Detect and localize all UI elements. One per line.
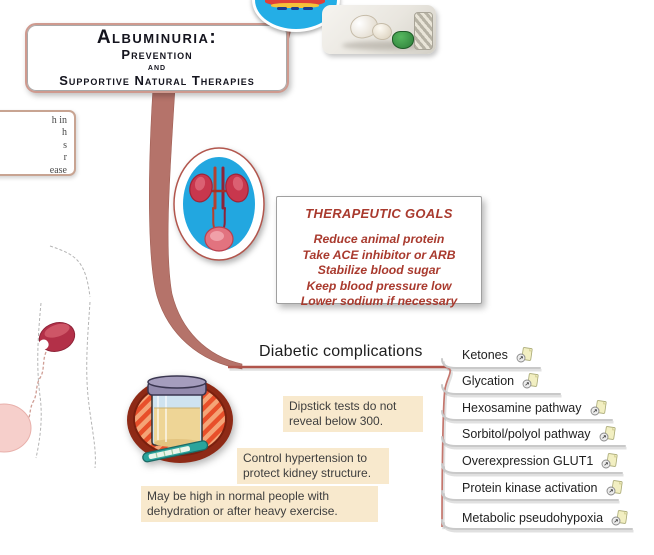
bladder-sketch	[0, 403, 32, 453]
title-line-2: Prevention	[121, 47, 193, 62]
central-topic[interactable]: Albuminuria: Prevention and Supportive N…	[25, 23, 289, 93]
goal-item: Take ACE inhibitor or ARB	[302, 247, 456, 262]
title-line-3: and	[147, 62, 167, 73]
goal-item: Lower sodium if necessary	[300, 294, 458, 308]
note-attachment-icon[interactable]	[590, 400, 607, 416]
list-item-hexosamine[interactable]: Hexosamine pathway	[462, 398, 607, 418]
note-dipstick[interactable]: Dipstick tests do not reveal below 300.	[283, 396, 423, 432]
therapeutic-goals-box[interactable]: THERAPEUTIC GOALS Reduce animal protein …	[276, 196, 482, 308]
food-image-detail	[291, 7, 299, 10]
list-item-protein-kinase[interactable]: Protein kinase activation	[462, 478, 623, 498]
clipped-line: h	[62, 127, 67, 139]
list-item-label: Sorbitol/polyol pathway	[462, 427, 591, 441]
children-connector-line	[441, 366, 452, 528]
list-item-sorbitol[interactable]: Sorbitol/polyol pathway	[462, 424, 616, 444]
ureter-sketch	[26, 351, 47, 423]
food-image-detail	[271, 3, 319, 8]
sample-jar	[147, 375, 207, 447]
clipped-line: s	[63, 139, 67, 151]
note-dehydration[interactable]: May be high in normal people with dehydr…	[141, 486, 378, 522]
goal-item: Keep blood pressure low	[306, 278, 452, 293]
note-attachment-icon[interactable]	[516, 347, 533, 363]
body-outline-sketch	[35, 245, 96, 469]
list-item-label: Glycation	[462, 374, 515, 388]
list-item-label: Hexosamine pathway	[462, 401, 582, 415]
herbs-supplements-photo[interactable]	[322, 5, 436, 54]
green-mortar	[392, 31, 414, 49]
kidney-sketch	[38, 322, 76, 352]
clipped-note-box[interactable]: h in h s r ease	[0, 110, 76, 176]
note-attachment-icon[interactable]	[611, 510, 628, 526]
title-line-1: Albuminuria:	[96, 27, 218, 48]
list-item-glut1[interactable]: Overexpression GLUT1	[462, 451, 618, 471]
note-hypertension[interactable]: Control hypertension to protect kidney s…	[237, 448, 389, 484]
clipped-line: ease	[49, 164, 67, 176]
goal-item: Reduce animal protein	[313, 232, 445, 246]
title-line-4: Supportive Natural Therapies	[59, 73, 255, 88]
dipstick	[142, 440, 209, 463]
note-attachment-icon[interactable]	[606, 480, 623, 496]
list-item-label: Protein kinase activation	[462, 481, 598, 495]
urinary-system-image[interactable]	[172, 146, 266, 262]
garlic-clove	[370, 21, 394, 42]
list-item-pseudohypoxia[interactable]: Metabolic pseudohypoxia	[462, 508, 628, 528]
food-image-detail	[303, 7, 313, 10]
note-attachment-icon[interactable]	[601, 453, 618, 469]
kidney-diagram	[189, 166, 249, 252]
striped-jar	[414, 12, 433, 50]
food-image-detail	[277, 7, 287, 10]
child-underlines	[441, 358, 633, 530]
note-attachment-icon[interactable]	[522, 373, 539, 389]
clipped-line: r	[63, 152, 67, 164]
list-item-label: Overexpression GLUT1	[462, 454, 594, 468]
goal-item: Stabilize blood sugar	[317, 263, 441, 277]
clipped-line: h in	[51, 115, 67, 126]
photo-shadow	[342, 41, 422, 50]
urine-sample-image[interactable]	[124, 370, 236, 466]
list-item-label: Ketones	[462, 348, 508, 362]
list-item-ketones[interactable]: Ketones	[462, 345, 533, 365]
note-attachment-icon[interactable]	[599, 426, 616, 442]
list-item-glycation[interactable]: Glycation	[462, 371, 539, 391]
goals-heading: THERAPEUTIC GOALS	[305, 206, 453, 221]
list-item-label: Metabolic pseudohypoxia	[462, 511, 604, 525]
branch-diabetic-complications[interactable]: Diabetic complications	[259, 343, 423, 360]
